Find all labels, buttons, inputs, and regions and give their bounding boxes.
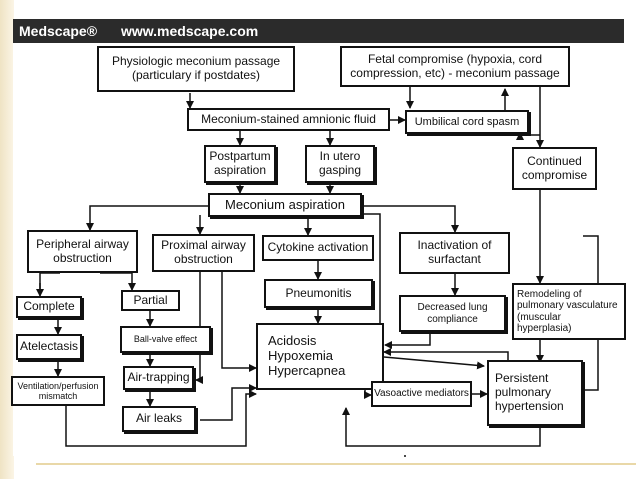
node-meconium-stained-fluid: Meconium-stained amnionic fluid (187, 108, 390, 131)
node-acidosis-hypoxemia-hypercapnea: Acidosis Hypoxemia Hypercapnea (256, 323, 384, 390)
node-proximal-obstruction: Proximal airway obstruction (152, 234, 255, 272)
node-pneumonitis: Pneumonitis (264, 279, 373, 308)
node-vq-mismatch: Ventilation/perfusion mismatch (11, 376, 105, 406)
node-cytokine-activation: Cytokine activation (262, 235, 374, 261)
node-vasoactive-mediators: Vasoactive mediators (371, 381, 472, 407)
node-inactivation-surfactant: Inactivation of surfactant (399, 232, 510, 274)
node-persistent-pulmonary-hypertension: Persistent pulmonary hypertension (487, 360, 583, 426)
brand-name: Medscape® (19, 23, 98, 39)
node-physiologic-passage: Physiologic meconium passage (particular… (97, 46, 295, 92)
node-ball-valve-effect: Ball-valve effect (120, 326, 211, 353)
node-fetal-compromise: Fetal compromise (hypoxia, cord compress… (340, 46, 570, 87)
node-in-utero-gasping: In utero gasping (305, 145, 375, 183)
node-complete: Complete (16, 296, 82, 318)
node-air-trapping: Air-trapping (123, 366, 194, 390)
node-partial: Partial (121, 290, 180, 311)
node-peripheral-obstruction: Peripheral airway obstruction (27, 230, 138, 273)
node-remodeling-vasculature: Remodeling of pulmonary vasculature (mus… (512, 283, 626, 340)
node-atelectasis: Atelectasis (16, 334, 82, 360)
node-continued-compromise: Continued compromise (512, 147, 597, 190)
node-umbilical-cord-spasm: Umbilical cord spasm (405, 110, 529, 134)
figure-header: Medscape® www.medscape.com (13, 19, 624, 43)
slide-bottom-rule (36, 463, 636, 465)
node-decreased-compliance: Decreased lung compliance (399, 295, 506, 332)
site-url: www.medscape.com (121, 23, 259, 39)
node-air-leaks: Air leaks (122, 406, 196, 432)
node-postpartum-aspiration: Postpartum aspiration (204, 145, 276, 183)
slide-side-strip (0, 0, 14, 479)
node-meconium-aspiration: Meconium aspiration (208, 193, 362, 217)
